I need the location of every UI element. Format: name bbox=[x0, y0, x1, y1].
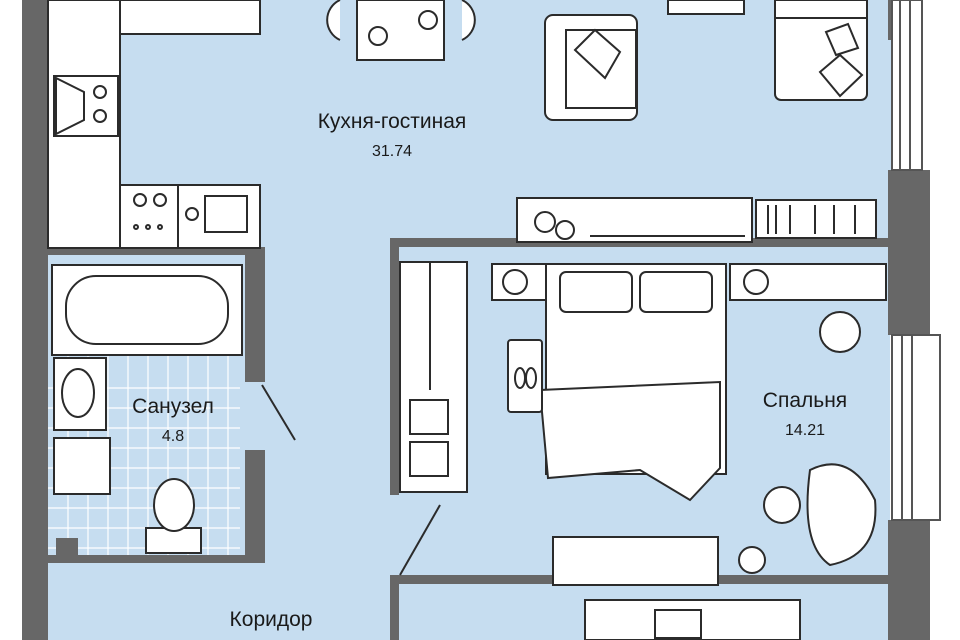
sofa-icon bbox=[774, 0, 868, 101]
dining-table-icon bbox=[326, 0, 476, 61]
room-area-bathroom: 4.8 bbox=[161, 428, 185, 445]
armchair-icon bbox=[544, 14, 638, 121]
bed-icon bbox=[538, 263, 727, 502]
bath-top-wall bbox=[40, 247, 265, 255]
windows bbox=[891, 0, 941, 521]
right-outer-wall-low bbox=[888, 520, 930, 640]
room-name-bathroom: Санузел bbox=[132, 395, 214, 418]
sink-icon bbox=[204, 195, 248, 233]
right-outer-wall-mid bbox=[888, 170, 930, 335]
bathtub-icon bbox=[51, 264, 243, 356]
washbasin-bowl bbox=[61, 368, 95, 418]
rocking-chair-icon bbox=[738, 463, 877, 574]
bedroom-left-wall bbox=[390, 238, 399, 495]
door-icon bbox=[399, 504, 441, 576]
kitchen-counter-top bbox=[119, 0, 261, 35]
cabinet-knob-1 bbox=[133, 224, 139, 230]
desk-icon bbox=[729, 263, 887, 301]
plant-icon bbox=[534, 211, 575, 240]
nightstand-lamp-left bbox=[502, 269, 528, 295]
picture-frame bbox=[667, 0, 745, 15]
wardrobe-box-2 bbox=[409, 441, 449, 477]
bathtub-basin bbox=[65, 275, 229, 345]
chair-right bbox=[461, 0, 476, 41]
kitchen-sink-unit bbox=[119, 184, 261, 249]
room-label-bathroom: Санузел 4.8 bbox=[108, 395, 238, 446]
rocker-seat bbox=[806, 463, 877, 567]
bookshelf-icon bbox=[755, 199, 877, 239]
kitchen-furniture bbox=[47, 0, 877, 249]
wardrobe-box-1 bbox=[409, 399, 449, 435]
tv-stand-bedroom bbox=[552, 536, 719, 586]
rocker-wheel-2 bbox=[738, 546, 766, 574]
pillow-1 bbox=[559, 271, 633, 313]
room-area-bedroom: 14.21 bbox=[784, 422, 826, 439]
room-name-hallway: Коридор bbox=[229, 608, 313, 631]
laptop-icon bbox=[654, 609, 702, 639]
cabinet-burner-b bbox=[153, 193, 167, 207]
window-icon bbox=[891, 0, 923, 171]
bath-right-wall-bottom bbox=[245, 450, 265, 560]
cabinet-knob-2 bbox=[145, 224, 151, 230]
chair-left bbox=[326, 0, 341, 41]
plate-1 bbox=[368, 26, 388, 46]
nightstand-icon bbox=[491, 263, 547, 301]
stove-icon bbox=[53, 75, 119, 137]
bedroom-furniture bbox=[399, 261, 887, 586]
cabinet-burner-a bbox=[133, 193, 147, 207]
left-outer-wall bbox=[22, 0, 48, 640]
toilet-icon bbox=[145, 478, 202, 554]
room-label-kitchen: Кухня-гостиная 31.74 bbox=[292, 110, 492, 161]
bath-bottom-nub bbox=[56, 538, 78, 560]
plant-leaf-2 bbox=[555, 220, 575, 240]
hood-shape bbox=[55, 76, 85, 136]
cabinet-burner-c bbox=[185, 207, 199, 221]
slipper-2 bbox=[525, 367, 537, 389]
stove-burner-2 bbox=[93, 109, 107, 123]
armchair-cushion bbox=[573, 28, 622, 80]
cabinet-knob-3 bbox=[157, 224, 163, 230]
window-pane-top bbox=[891, 0, 923, 171]
wardrobe-icon bbox=[399, 261, 468, 493]
blanket bbox=[538, 380, 721, 502]
rocker-wheel-1 bbox=[763, 486, 801, 524]
door-icon bbox=[261, 384, 296, 441]
plate-2 bbox=[418, 10, 438, 30]
room-name-kitchen: Кухня-гостиная bbox=[317, 110, 467, 133]
sofa-cushion bbox=[818, 53, 864, 98]
lamp-icon bbox=[819, 311, 861, 353]
sofa-back bbox=[774, 0, 868, 19]
room-label-bedroom: Спальня 14.21 bbox=[735, 389, 875, 440]
toilet-bowl bbox=[153, 478, 195, 532]
desk-fan bbox=[743, 269, 769, 295]
bath-right-wall-top bbox=[245, 247, 265, 382]
slippers-icon bbox=[507, 339, 543, 413]
doors bbox=[261, 384, 441, 576]
stove-burner-1 bbox=[93, 85, 107, 99]
bedroom-left-wall-low bbox=[390, 575, 399, 640]
window-pane-right bbox=[891, 334, 941, 521]
window-icon bbox=[891, 334, 941, 521]
slipper-1 bbox=[514, 367, 526, 389]
washbasin-icon bbox=[53, 357, 107, 431]
study-furniture bbox=[584, 599, 801, 640]
pillow-2 bbox=[639, 271, 713, 313]
room-area-kitchen: 31.74 bbox=[371, 143, 413, 160]
bathroom-furniture bbox=[51, 264, 243, 554]
washing-machine-icon bbox=[53, 437, 111, 495]
bath-bottom-wall bbox=[40, 555, 265, 563]
room-label-hallway: Коридор bbox=[196, 608, 346, 632]
sofa-cushion-2 bbox=[824, 22, 860, 57]
plant-leaf-1 bbox=[534, 211, 556, 233]
room-name-bedroom: Спальня bbox=[762, 389, 848, 412]
